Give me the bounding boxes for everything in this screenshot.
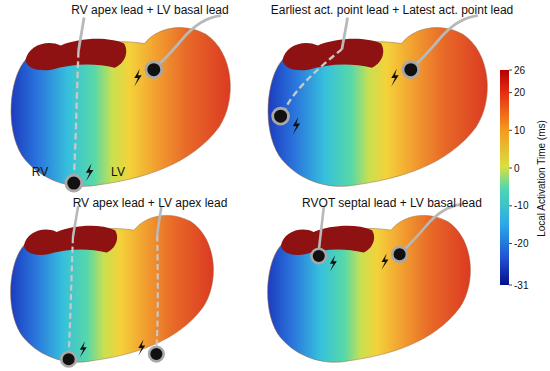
tick-value: 26 [514,65,525,76]
panel-title: Earliest act. point lead + Latest act. p… [271,4,513,17]
heart-surface [268,28,487,187]
valve-plane [281,226,374,255]
lead-wire-hidden [284,49,342,110]
lead-electrode [61,352,76,367]
shock-symbol [134,69,141,87]
tick-value: -31 [514,280,528,291]
panel-title: RV apex lead + LV basal lead [71,4,228,17]
shock-symbol [382,253,389,269]
valve-plane [282,39,383,70]
lead-electrode [146,62,162,78]
lead-electrode [273,108,289,124]
shock-symbol [330,255,337,271]
lead-electrode [392,247,407,262]
tick-mark [509,130,512,131]
tick-value: 20 [514,87,525,98]
lead-wire [73,206,78,237]
shock-symbol [138,339,145,355]
heart-panel [11,16,230,191]
tick-value: 10 [514,125,525,136]
colorbar [500,70,509,285]
tick-mark [509,168,512,169]
tick-mark [509,70,512,71]
lead-wire-hidden [69,237,73,354]
panel-title: RV apex lead + LV apex lead [73,197,228,210]
lead-wire [157,206,161,235]
lead-wire [159,16,220,64]
lead-electrode [403,62,419,78]
panel-title: RVOT septal lead + LV basal lead [302,197,482,210]
shock-symbol [293,117,300,135]
heart-panel [268,204,471,362]
lead-electrode [66,175,82,191]
lead-wire-hidden [156,235,157,349]
lead-wire [319,206,324,251]
tick-mark [509,243,512,244]
lead-wire [416,16,477,64]
lead-wire [342,18,348,50]
heart-surface [11,28,230,187]
shock-symbol [80,341,87,357]
valve-plane [25,39,126,70]
lead-electrode [149,347,164,362]
tick-value: 0 [514,163,520,174]
lead-wire [78,18,84,51]
lead-wire-hidden [74,51,79,177]
tick-mark [509,285,512,286]
shock-symbol [86,164,93,182]
heart-panel [268,16,487,187]
heart-panel [11,206,214,366]
tick-mark [509,92,512,93]
heart-surface [11,215,214,362]
valve-plane [24,226,117,255]
tick-value: -20 [514,238,528,249]
lead-wire [405,204,462,249]
chamber-label: RV [32,166,48,179]
heart-surface [268,215,471,362]
tick-mark [509,205,512,206]
tick-value: -10 [514,200,528,211]
chamber-label: LV [111,166,125,179]
lead-electrode [311,249,326,264]
shock-symbol [391,69,398,87]
axis-title: Local Activation Time (ms) [536,120,547,237]
